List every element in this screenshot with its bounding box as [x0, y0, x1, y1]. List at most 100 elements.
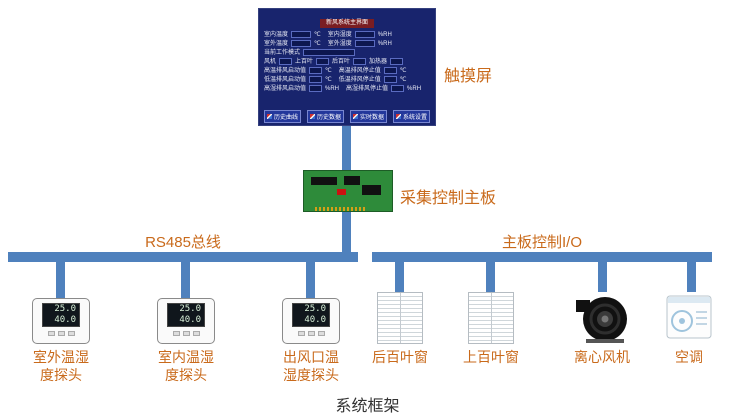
field-label: 低温排风启动值 [264, 76, 307, 83]
temp-reading: 25.0 [54, 304, 76, 314]
field-label: 低温排风停止值 [338, 76, 381, 83]
rear-louver-label: 后百叶窗 [372, 349, 428, 365]
field-label: 风机 [264, 58, 277, 65]
field-input[interactable] [391, 85, 405, 92]
button-label: 历史曲线 [274, 115, 299, 121]
outdoor-sensor-label: 室外温湿 度探头 [33, 349, 89, 384]
chip-icon [344, 175, 361, 186]
lcd-display: 25.0 40.0 [167, 303, 205, 327]
field-unit: ℃ [314, 31, 321, 38]
control-board-label: 采集控制主板 [400, 190, 497, 207]
field-input[interactable] [291, 31, 312, 38]
history-data-button[interactable]: 历史数据 [306, 110, 344, 123]
monitor-icon [352, 114, 358, 119]
field-label: 高湿排风启动值 [264, 85, 307, 92]
outdoor-sensor-device: 25.0 40.0 [32, 298, 90, 344]
field-label: 高温排风启动值 [264, 67, 307, 74]
component-icon [337, 188, 347, 195]
field-unit: ℃ [314, 40, 321, 47]
centrifugal-fan-image [574, 292, 630, 344]
field-unit: ℃ [399, 76, 407, 83]
lcd-display: 25.0 40.0 [292, 303, 330, 327]
device-buttons [172, 331, 200, 336]
field-unit: ℃ [325, 76, 332, 83]
chip-icon [311, 176, 338, 185]
field-label: 加热器 [369, 58, 388, 65]
field-unit: %RH [407, 85, 422, 92]
field-label: 高温排风停止值 [338, 67, 381, 74]
field-input[interactable] [309, 67, 323, 74]
button-label: 历史数据 [316, 115, 341, 121]
centrifugal-fan-label: 离心风机 [574, 349, 630, 365]
touch-screen-label: 触摸屏 [444, 68, 493, 85]
connector-indoor-sensor [181, 262, 190, 298]
connector-board-bus [342, 212, 351, 252]
field-input[interactable] [291, 40, 312, 47]
field-input[interactable] [383, 76, 397, 83]
connector-ac [687, 262, 696, 292]
diagram-caption: 系统框架 [335, 398, 400, 415]
air-conditioner-label: 空调 [675, 349, 703, 365]
field-input[interactable] [309, 85, 323, 92]
gear-icon [395, 114, 401, 119]
connector-rear-louver [395, 262, 404, 292]
field-unit: %RH [377, 40, 392, 47]
screen-row: 低温排风启动值 ℃ 低温排风停止值 ℃ [264, 76, 430, 83]
temp-reading: 25.0 [304, 304, 326, 314]
rear-louver-image [377, 292, 423, 344]
screen-row: 高湿排风启动值 %RH 高湿排风停止值 %RH [264, 85, 430, 92]
field-input[interactable] [309, 76, 323, 83]
control-board [303, 170, 393, 212]
field-input[interactable] [354, 31, 375, 38]
table-icon [309, 114, 315, 119]
rs485-bus-bar [8, 252, 358, 262]
screen-button-bar: 历史曲线 历史数据 实时数据 系统设置 [264, 110, 430, 123]
indoor-sensor-device: 25.0 40.0 [157, 298, 215, 344]
field-label: 室内湿度 [327, 31, 352, 38]
temp-reading: 25.0 [179, 304, 201, 314]
field-unit: %RH [377, 31, 392, 38]
chip-icon [362, 184, 382, 195]
io-bus-bar [372, 252, 712, 262]
outlet-sensor-label: 出风口温 湿度探头 [283, 349, 339, 384]
connector-screen-board [342, 126, 351, 170]
touch-screen: 新风系统主界面 室内温度 ℃ 室内湿度 %RH 室外温度 ℃ 室外湿度 %RH … [258, 8, 436, 126]
io-bus-label: 主板控制I/O [501, 234, 582, 251]
edge-connector-icon [314, 207, 366, 211]
device-buttons [297, 331, 325, 336]
connector-outdoor-sensor [56, 262, 65, 298]
lcd-display: 25.0 40.0 [42, 303, 80, 327]
field-input[interactable] [316, 58, 330, 65]
screen-row: 高温排风启动值 ℃ 高温排风停止值 ℃ [264, 67, 430, 74]
field-label: 后百叶 [332, 58, 351, 65]
field-label: 室外湿度 [327, 40, 352, 47]
screen-title: 新风系统主界面 [319, 19, 374, 29]
field-input[interactable] [303, 49, 356, 56]
connector-top-louver [486, 262, 495, 292]
system-settings-button[interactable]: 系统设置 [392, 110, 430, 123]
screen-title-bar: 新风系统主界面 [264, 11, 430, 29]
device-buttons [47, 331, 75, 336]
field-input[interactable] [353, 58, 367, 65]
realtime-data-button[interactable]: 实时数据 [349, 110, 387, 123]
field-label: 上百叶 [295, 58, 314, 65]
air-conditioner-image [666, 292, 712, 342]
humidity-reading: 40.0 [54, 315, 76, 325]
field-input[interactable] [383, 67, 397, 74]
field-input[interactable] [390, 58, 404, 65]
rs485-bus-label: RS485总线 [145, 234, 221, 251]
top-louver-label: 上百叶窗 [463, 349, 519, 365]
chart-icon [267, 114, 272, 119]
humidity-reading: 40.0 [179, 315, 201, 325]
connector-fan [598, 262, 607, 292]
field-input[interactable] [279, 58, 293, 65]
outlet-sensor-device: 25.0 40.0 [282, 298, 340, 344]
field-label: 室外温度 [264, 40, 289, 47]
field-input[interactable] [354, 40, 375, 47]
humidity-reading: 40.0 [304, 315, 326, 325]
field-unit: %RH [325, 85, 340, 92]
screen-row: 室外温度 ℃ 室外湿度 %RH [264, 40, 430, 47]
history-curve-button[interactable]: 历史曲线 [264, 110, 302, 123]
screen-row: 风机 上百叶 后百叶 加热器 [264, 58, 430, 65]
button-label: 系统设置 [402, 115, 427, 121]
